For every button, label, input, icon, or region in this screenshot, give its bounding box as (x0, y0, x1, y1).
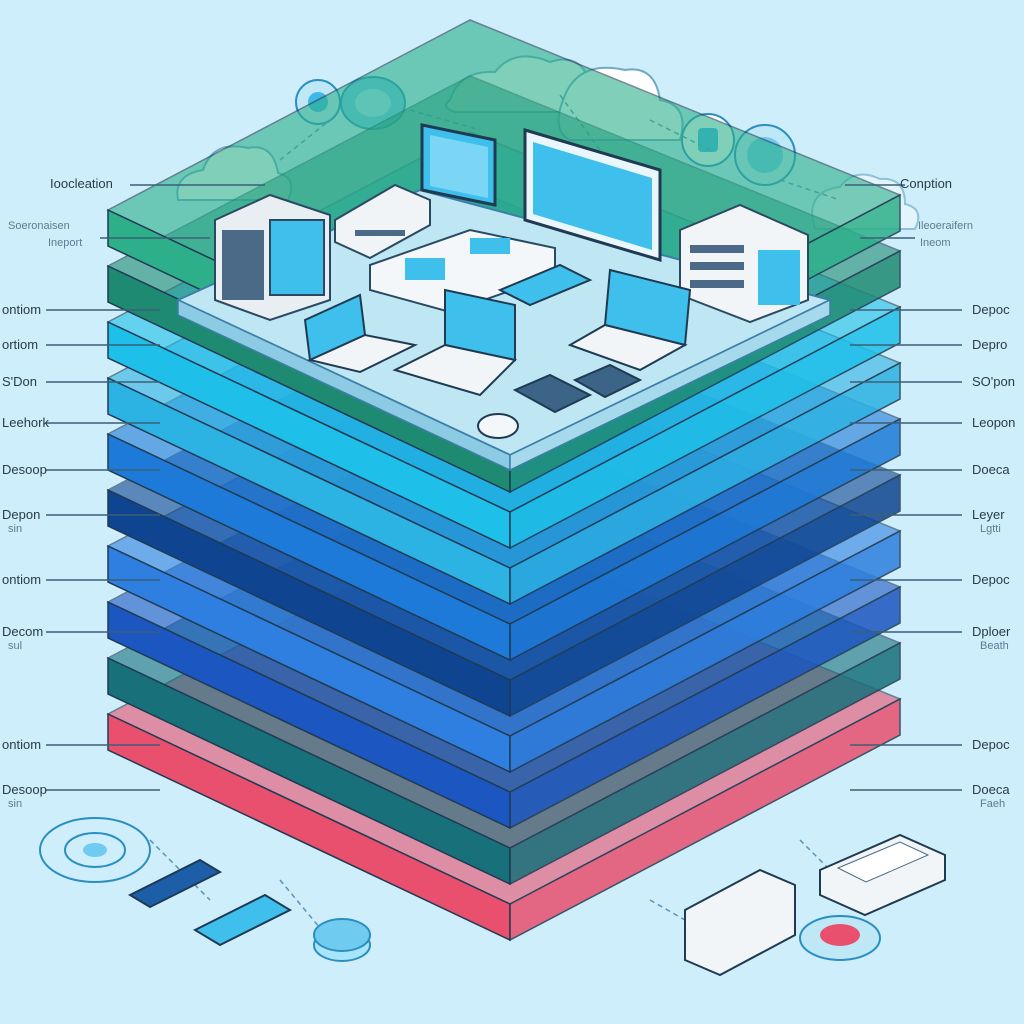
disk-icon (313, 918, 371, 962)
right-layer-label: Depro (972, 337, 1008, 352)
hard-drive-icon (679, 203, 809, 324)
right-layer-sub-label: Beath (980, 640, 1009, 652)
phone-icon (192, 893, 293, 947)
monitor-icon (420, 123, 497, 207)
left-layer-sub-label: sin (8, 798, 23, 810)
phone-icon (497, 263, 593, 307)
right-layer-label: Depoc (972, 737, 1010, 752)
layer-stack (106, 19, 902, 942)
left-layer-sub-label: sul (8, 640, 23, 652)
sync-icon (39, 817, 151, 883)
monitor-icon (523, 127, 662, 263)
right-layer-label: Doeca (972, 782, 1010, 797)
left-layer-label: ontiom (2, 737, 42, 752)
mouse-icon (477, 413, 519, 439)
right-layer-sub-label: Faeh (980, 798, 1006, 810)
left-layer-label: S'Don (2, 374, 38, 389)
left-layer-label: Desoop (2, 462, 47, 477)
left-layer-label: ortiom (2, 337, 39, 352)
hard-drive-icon (684, 868, 796, 977)
right-layer-label: Dploer (972, 624, 1011, 639)
left-layer-label: Decom (2, 624, 44, 639)
top-left-sub-label: Soeronaisen (8, 220, 70, 232)
laptop-icon (303, 293, 419, 374)
left-layer-label: Leehork (2, 415, 49, 430)
router-icon (819, 833, 946, 917)
top-right-sub-label: Ineom (920, 237, 951, 249)
left-layer-label: ontiom (2, 302, 42, 317)
top-right-label: Conption (900, 176, 953, 191)
laptop-icon (392, 288, 518, 397)
top-left-label: Ioocleation (50, 176, 113, 191)
keyboard-icon (512, 363, 643, 414)
right-layer-sub-label: Lgtti (980, 523, 1001, 535)
right-layer-label: Doeca (972, 462, 1010, 477)
right-layer-label: Depoc (972, 302, 1010, 317)
right-layer-label: Leyer (972, 507, 1005, 522)
router-icon (334, 183, 431, 260)
left-layer-label: Depon (2, 507, 41, 522)
server-icon (214, 193, 331, 322)
left-layer-label: ontiom (2, 572, 42, 587)
left-layer-label: Desoop (2, 782, 47, 797)
left-layer-sub-label: sin (8, 523, 23, 535)
right-layer-label: Leopon (972, 415, 1016, 430)
laptop-icon (567, 268, 692, 372)
top-left-sub-label: Ineport (48, 237, 83, 249)
sync-icon (799, 915, 881, 961)
usb-drive-icon (127, 858, 223, 909)
top-right-sub-label: Ileoeraifern (918, 220, 974, 232)
right-layer-label: Depoc (972, 572, 1010, 587)
label-leader-lines (46, 184, 962, 791)
right-layer-label: SO'pon (972, 374, 1015, 389)
